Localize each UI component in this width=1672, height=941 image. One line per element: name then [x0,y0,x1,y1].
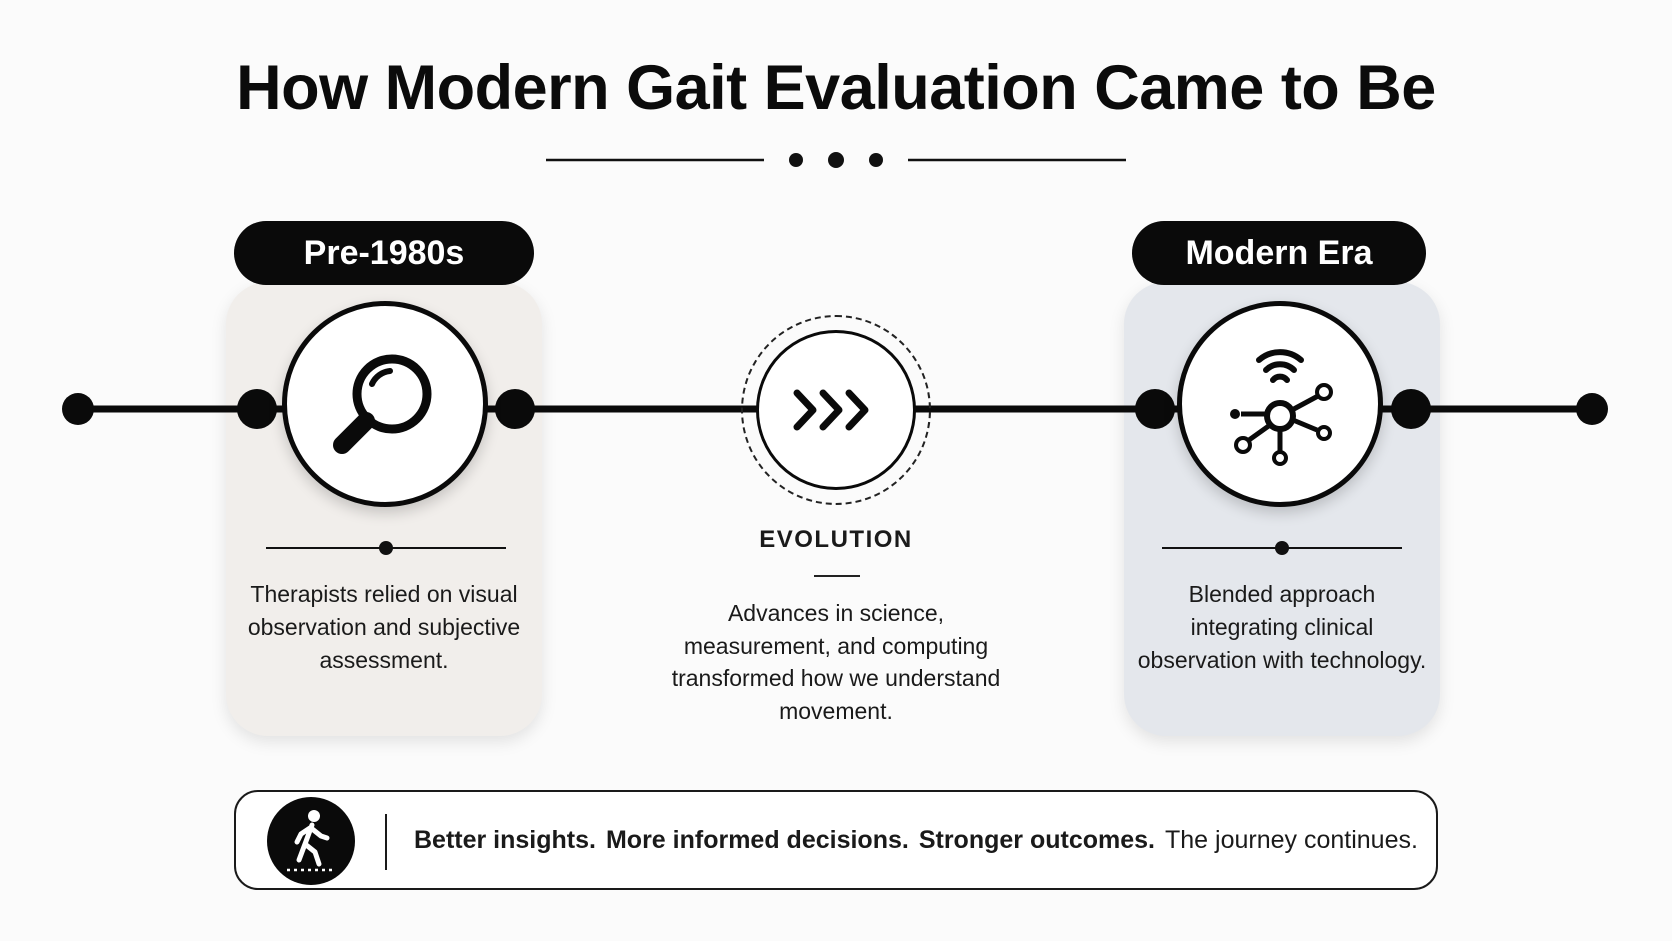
evolution-description: Advances in science, measurement, and co… [671,600,1001,724]
footer-message: Better insights. More informed decisions… [414,792,1418,888]
title-divider [546,152,1126,168]
evolution-label: EVOLUTION [759,526,913,553]
left-card-divider [266,541,506,555]
footer-banner: Better insights. More informed decisions… [234,790,1438,890]
footer-plain-text: The journey continues. [1164,825,1418,854]
evolution-dashed-ring [741,315,931,505]
timeline-dot-right-a [1135,389,1175,429]
magnifying-glass-icon [333,354,432,454]
modern-era-icon-badge [1177,301,1383,507]
footer-bold-insights: Better insights. [414,825,596,854]
walking-person-icon [287,810,335,872]
footer-bold-decisions: More informed decisions. [605,825,909,854]
timeline-start-dot [62,393,94,425]
footer-separator [385,814,387,870]
evolution-underline [814,575,860,577]
timeline-dot-left-b [495,389,535,429]
network-hub-signal-icon [1230,349,1333,466]
page-title: How Modern Gait Evaluation Came to Be [236,53,1436,123]
modern-era-description: Blended approach integrating clinical ob… [1137,581,1427,673]
right-card-divider [1162,541,1402,555]
pre-1980s-icon-badge [282,301,488,507]
timeline-end-dot [1576,393,1608,425]
evolution-icon-badge [756,330,916,490]
timeline-dot-left-a [237,389,277,429]
timeline-dot-right-b [1391,389,1431,429]
footer-icon-badge [267,797,355,885]
triple-chevron-right-icon [793,389,869,431]
stage-label-pre-1980s: Pre-1980s [234,221,534,285]
pre-1980s-description: Therapists relied on visual observation … [247,581,521,673]
footer-bold-outcomes: Stronger outcomes. [918,825,1155,854]
stage-label-modern-era: Modern Era [1132,221,1426,285]
